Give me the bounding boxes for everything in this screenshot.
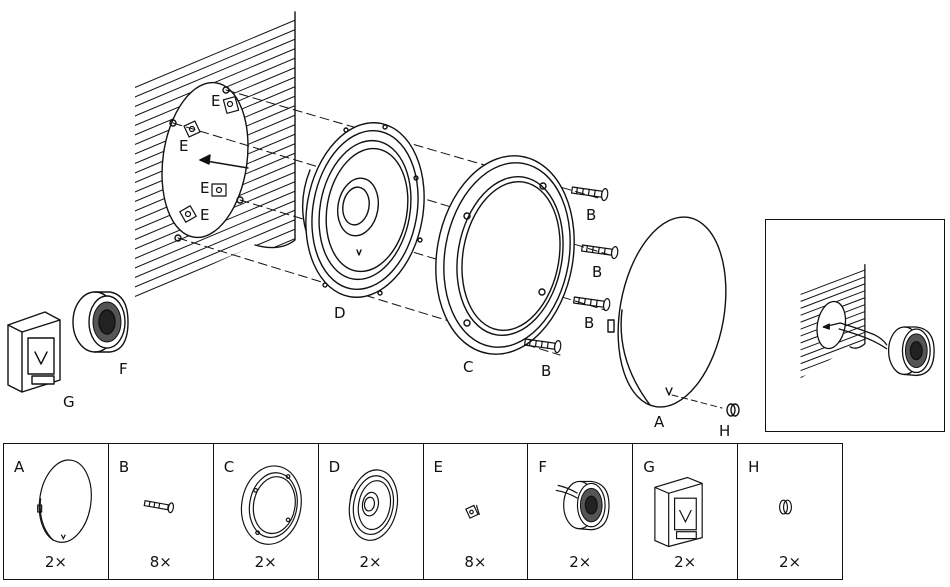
part-qty: 2× <box>319 553 423 571</box>
mounting-ring <box>421 145 590 366</box>
part-cell-d: D 2× <box>319 444 424 579</box>
part-qty: 2× <box>633 553 737 571</box>
label-clip-h: H <box>719 424 730 439</box>
part-cell-f: F 2× <box>528 444 633 579</box>
part-cell-h: H 2× <box>738 444 842 579</box>
label-screw-b-4: B <box>541 364 551 379</box>
part-qty: 2× <box>214 553 318 571</box>
label-ring-c: C <box>463 360 473 375</box>
part-cell-b: B 8× <box>109 444 214 579</box>
label-clip-e-3: E <box>200 181 209 196</box>
parts-list-table: A 2× B 8× C 2× <box>3 443 843 580</box>
grille-clip <box>727 404 739 416</box>
tweeter-mounting-detail <box>765 219 945 432</box>
label-grille-a: A <box>654 415 664 430</box>
label-screw-b-2: B <box>592 265 602 280</box>
speaker-grille <box>604 208 740 415</box>
label-screw-b-1: B <box>586 208 596 223</box>
part-qty: 8× <box>424 553 528 571</box>
part-qty: 2× <box>528 553 632 571</box>
label-clip-e-2: E <box>179 139 188 154</box>
label-clip-e-4: E <box>200 208 209 223</box>
part-cell-c: C 2× <box>214 444 319 579</box>
label-woofer-d: D <box>334 306 346 321</box>
tweeter <box>73 292 128 352</box>
crossover-box <box>8 312 60 392</box>
part-qty: 2× <box>738 553 842 571</box>
label-crossover-g: G <box>63 395 75 410</box>
label-tweeter-f: F <box>119 362 128 377</box>
woofer-speaker <box>293 113 438 306</box>
part-cell-a: A 2× <box>4 444 109 579</box>
label-clip-e-1: E <box>211 94 220 109</box>
part-cell-e: E 8× <box>424 444 529 579</box>
label-screw-b-3: B <box>584 316 594 331</box>
part-qty: 2× <box>4 553 108 571</box>
part-cell-g: G 2× <box>633 444 738 579</box>
part-qty: 8× <box>109 553 213 571</box>
